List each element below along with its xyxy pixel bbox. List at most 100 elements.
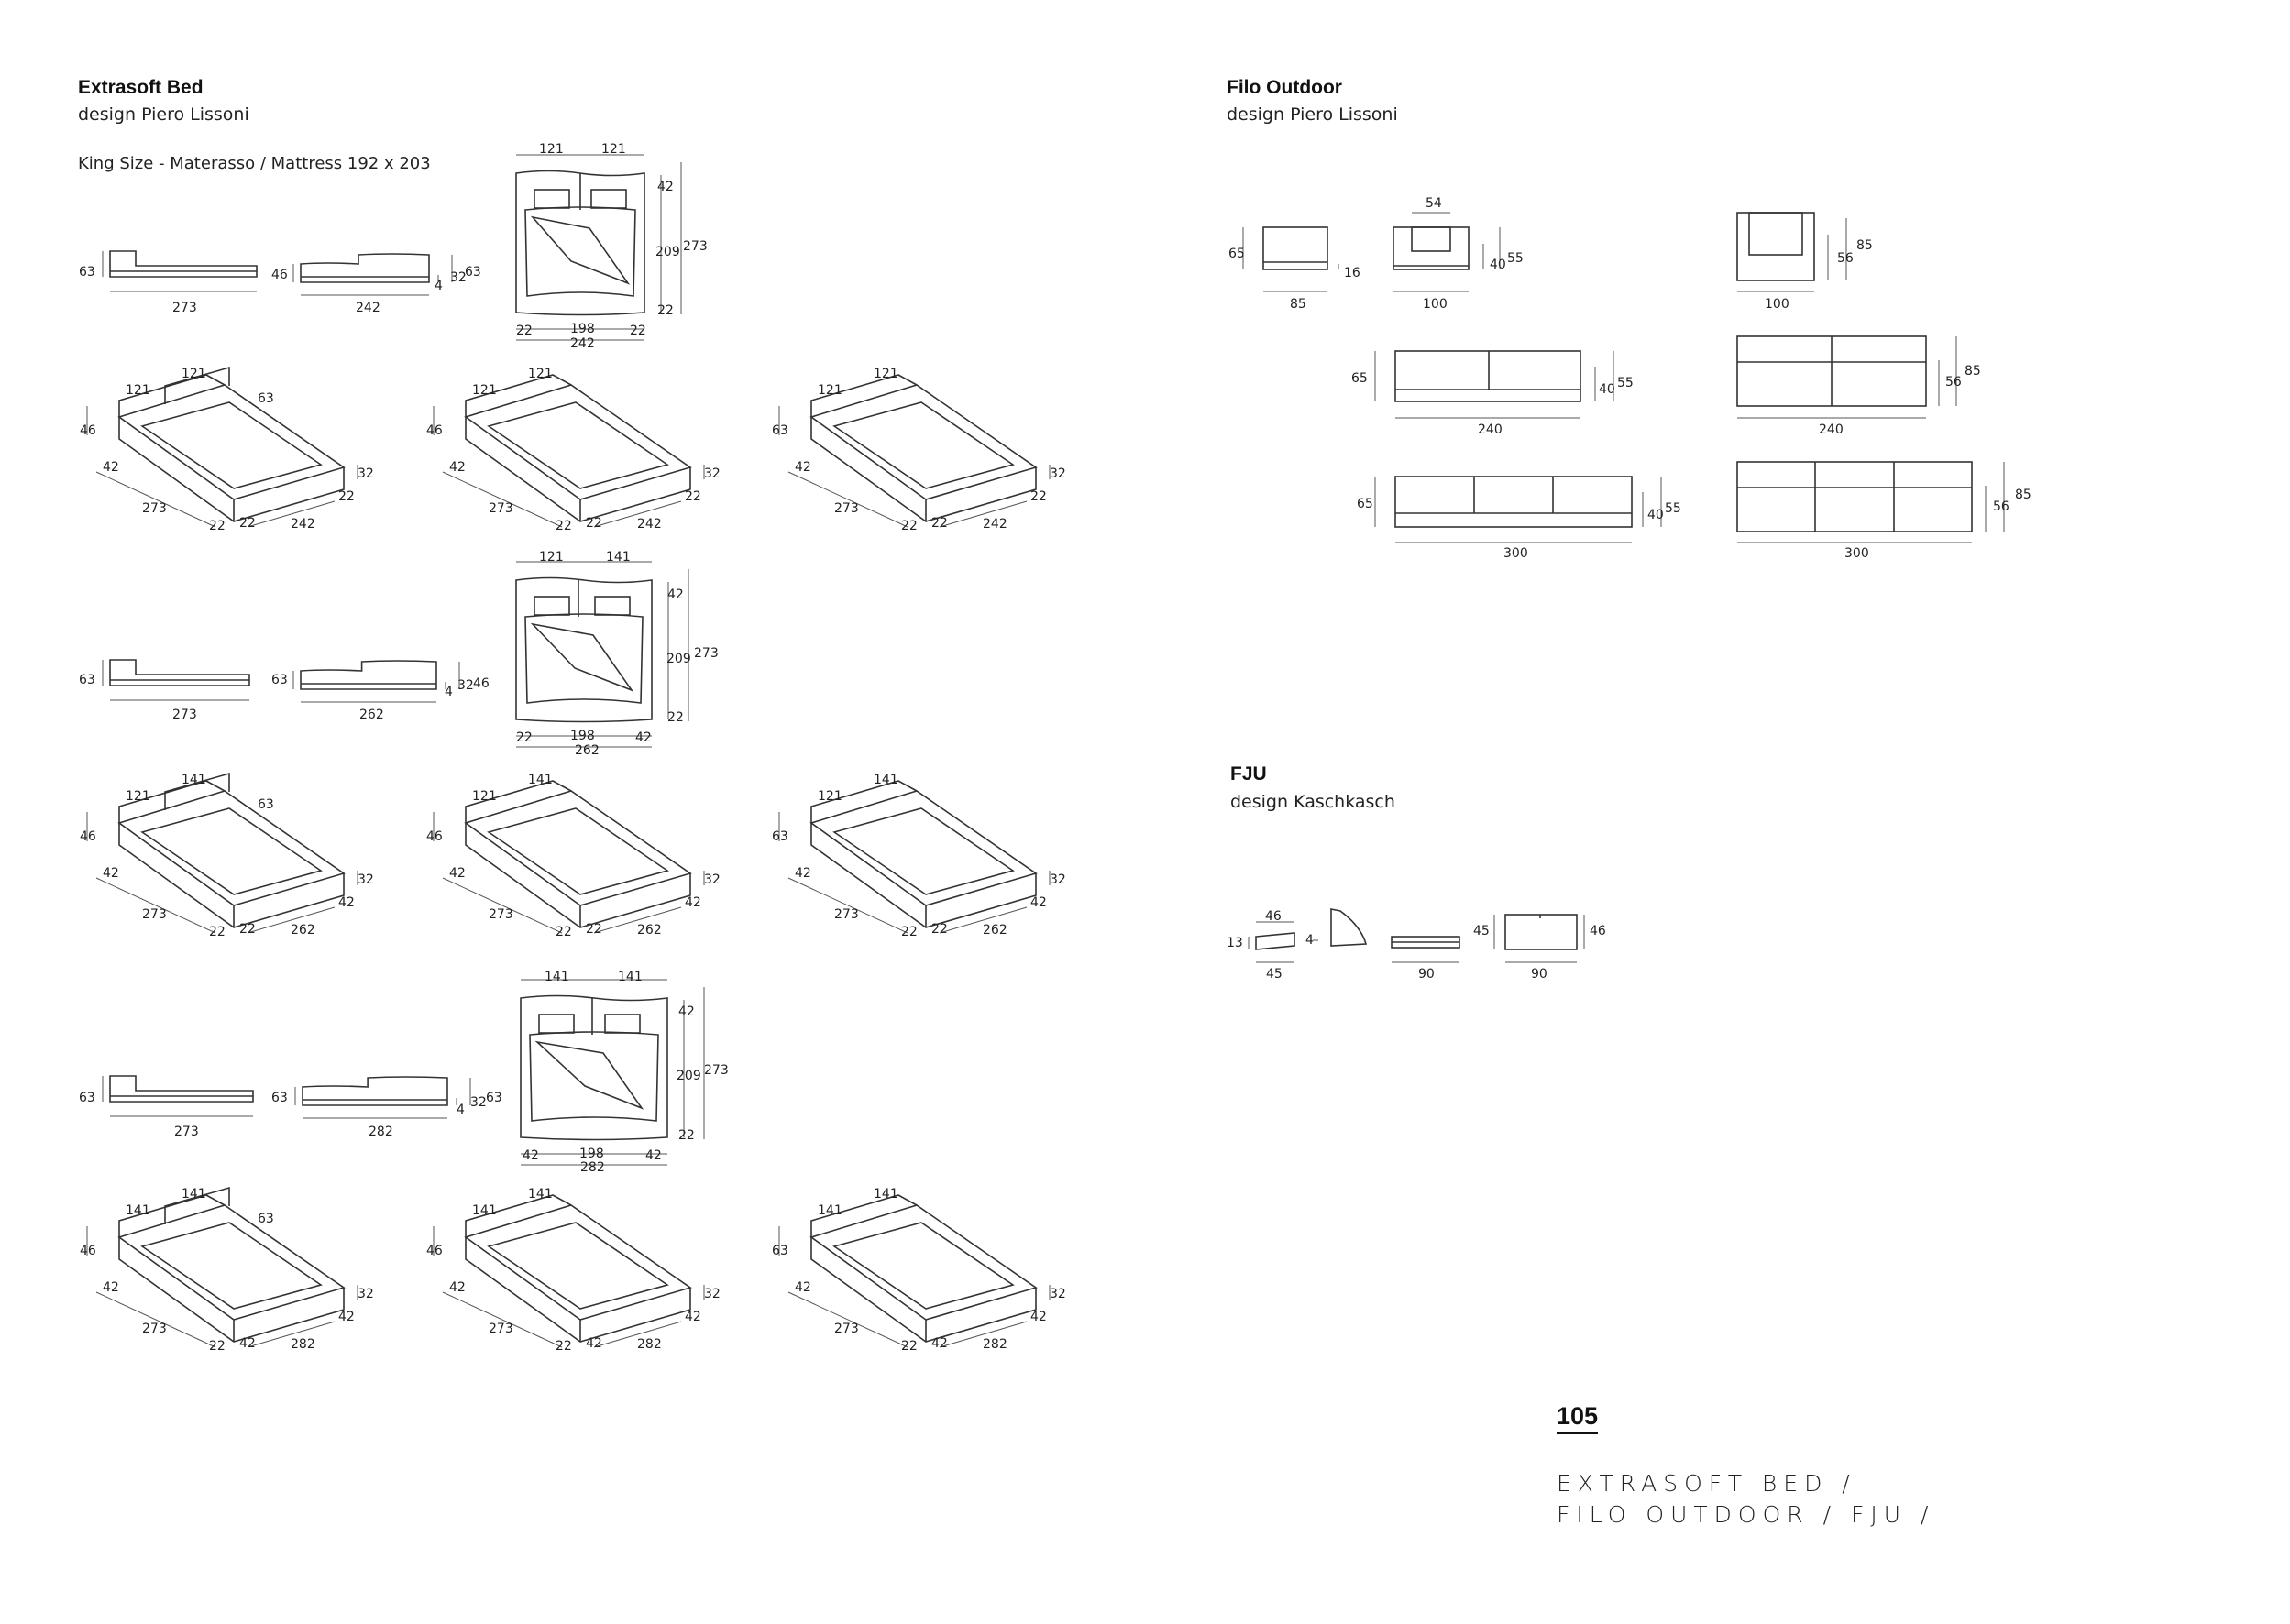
drawing-shape	[118, 374, 226, 417]
dim-label: 32	[704, 1287, 721, 1301]
drawing-shape	[117, 790, 346, 906]
drawing-shape	[164, 772, 230, 810]
drawing-shape	[524, 206, 636, 297]
dim-label: 55	[1617, 376, 1634, 390]
drawing-shape	[487, 807, 669, 895]
dim-label: 22	[901, 1339, 918, 1354]
dim-label: 273	[834, 1322, 859, 1336]
dim-label: 121	[818, 789, 842, 804]
dim-label: 56	[1993, 499, 2009, 514]
drawing-line	[247, 500, 336, 528]
drawing-shape	[809, 384, 1038, 500]
dim-label: 242	[291, 517, 315, 532]
dim-label: 141	[182, 1187, 206, 1202]
drawing-shape	[464, 384, 692, 500]
dim-label: 42	[449, 866, 466, 881]
drawing-shape	[1411, 226, 1451, 252]
drawing-shape	[524, 613, 644, 704]
dim-label: 42	[795, 1280, 811, 1295]
dim-label: 262	[291, 923, 315, 938]
dim-label: 46	[1265, 909, 1282, 924]
dim-label: 141	[528, 773, 553, 787]
drawing-line	[95, 1291, 216, 1348]
dim-label: 121	[539, 142, 564, 157]
drawing-shape	[1262, 226, 1328, 270]
drawing-shape	[810, 1194, 918, 1237]
drawing-shape	[1330, 908, 1368, 947]
drawing-shape	[487, 401, 669, 489]
drawing-shape	[164, 1186, 230, 1224]
dim-label: 65	[1228, 247, 1245, 261]
dim-label: 63	[79, 265, 95, 280]
page-number: 105	[1557, 1402, 1599, 1434]
dim-label: 121	[126, 789, 150, 804]
dim-label: 282	[580, 1160, 605, 1175]
dim-label: 242	[983, 517, 1007, 532]
drawing-shape	[538, 1014, 575, 1034]
dim-label: 22	[685, 489, 701, 504]
dim-label: 32	[457, 678, 474, 693]
dim-label: 42	[645, 1148, 662, 1163]
drawing-shape	[118, 1194, 226, 1237]
dim-label: 42	[338, 895, 355, 910]
drawing-shape	[465, 374, 572, 417]
dim-label: 121	[539, 550, 564, 565]
dim-label: 63	[258, 391, 274, 406]
dim-label: 42	[685, 1310, 701, 1324]
dim-label: 85	[1965, 364, 1981, 379]
dim-label: 42	[1030, 895, 1047, 910]
dim-label: 100	[1765, 297, 1789, 312]
dim-label: 22	[209, 519, 226, 533]
drawing-shape	[465, 780, 572, 823]
dim-label: 85	[1856, 238, 1873, 253]
dim-label: 282	[369, 1125, 393, 1139]
dim-label: 273	[489, 907, 513, 922]
dim-label: 85	[1290, 297, 1306, 312]
dim-label: 273	[834, 907, 859, 922]
dim-label: 55	[1507, 251, 1524, 266]
drawing-shape	[117, 384, 346, 500]
dim-label: 16	[1344, 266, 1360, 280]
dim-label: 242	[570, 336, 595, 351]
dim-label: 300	[1844, 546, 1869, 561]
drawing-shape	[464, 790, 692, 906]
drawing-shape	[140, 401, 323, 489]
drawing-shape	[515, 170, 645, 316]
dim-label: 198	[570, 729, 595, 743]
drawing-line	[442, 1291, 563, 1348]
drawing-shape	[109, 1075, 254, 1103]
dim-label: 42	[338, 1310, 355, 1324]
dim-label: 40	[1599, 382, 1615, 397]
dim-label: 32	[358, 1287, 374, 1301]
dim-label: 22	[657, 303, 674, 318]
dim-label: 273	[142, 907, 167, 922]
dim-label: 22	[209, 1339, 226, 1354]
footer-line-2: FILO OUTDOOR / FJU /	[1557, 1501, 1935, 1528]
dim-label: 22	[556, 519, 572, 533]
dim-label: 273	[683, 239, 708, 254]
dim-label: 22	[1030, 489, 1047, 504]
dim-label: 121	[126, 383, 150, 398]
dim-label: 121	[528, 367, 553, 381]
drawing-line	[593, 906, 682, 934]
dim-label: 141	[874, 1187, 898, 1202]
dim-label: 22	[556, 925, 572, 939]
dim-label: 63	[486, 1091, 502, 1105]
extrasoft-designer: design Piero Lissoni	[78, 104, 249, 125]
dim-label: 22	[667, 710, 684, 725]
dim-label: 32	[1050, 1287, 1066, 1301]
dim-label: 273	[694, 646, 719, 661]
dim-label: 121	[818, 383, 842, 398]
drawing-shape	[1255, 932, 1295, 950]
dim-label: 4	[1305, 933, 1314, 948]
drawing-line	[247, 906, 336, 934]
drawing-shape	[520, 994, 668, 1141]
dim-label: 90	[1531, 967, 1547, 982]
dim-label: 4	[435, 279, 443, 293]
dim-label: 63	[79, 1091, 95, 1105]
dim-label: 45	[1266, 967, 1283, 982]
dim-label: 45	[1473, 924, 1490, 938]
dim-label: 42	[931, 1336, 948, 1351]
drawing-shape	[1394, 350, 1581, 402]
